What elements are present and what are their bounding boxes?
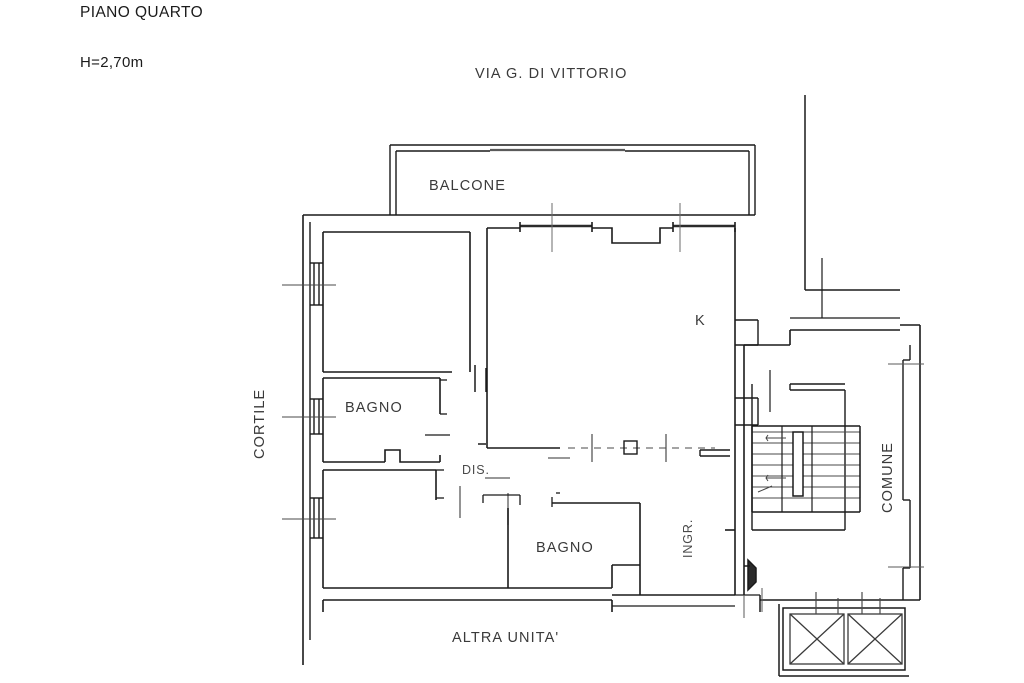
annotation-altra-unita: ALTRA UNITA' bbox=[452, 630, 560, 646]
balcony-outline bbox=[389, 144, 756, 215]
lightwell-box-left bbox=[789, 613, 845, 665]
room-label-kitchen: K bbox=[695, 313, 706, 329]
street-label: VIA G. DI VITTORIO bbox=[475, 66, 628, 82]
left-bottom-room-walls bbox=[322, 469, 508, 589]
entrance-door-centreline bbox=[743, 588, 763, 618]
entrance-door-swing bbox=[744, 558, 757, 592]
opening-centrelines bbox=[551, 203, 681, 252]
left-top-room-walls bbox=[322, 231, 471, 373]
staircase-handrail bbox=[792, 431, 804, 497]
room-label-disimpegno: DIS. bbox=[462, 463, 490, 477]
bagno-top-door-swing bbox=[425, 379, 450, 436]
staircase-landing-divider bbox=[781, 426, 813, 512]
lightwell-box-right bbox=[847, 613, 903, 665]
balcony-door-jambs bbox=[519, 222, 736, 232]
comune-outline bbox=[743, 324, 921, 600]
bottom-wall-secondary bbox=[612, 594, 760, 607]
corridor-axis-ticks bbox=[591, 434, 667, 462]
ceiling-height-note: H=2,70m bbox=[80, 54, 144, 71]
top-exterior-wall bbox=[302, 214, 755, 640]
riser-line-top-right bbox=[804, 95, 900, 291]
bagno-bottom-walls bbox=[507, 502, 641, 589]
staircase-outer-frame bbox=[751, 425, 861, 513]
title-block: PIANO QUARTO H=2,70m bbox=[80, 4, 203, 71]
left-bottom-door-swing bbox=[436, 469, 444, 499]
page-title: PIANO QUARTO bbox=[80, 4, 204, 21]
bottom-boundary-walls bbox=[302, 599, 613, 665]
kitchen-right-niche bbox=[735, 319, 759, 426]
bagno-top-walls bbox=[322, 377, 441, 463]
room-label-bagno-bottom: BAGNO bbox=[536, 540, 594, 556]
comune-bottom-wall bbox=[759, 595, 920, 612]
entrance-walls bbox=[612, 450, 736, 596]
kitchen-room-walls bbox=[486, 227, 736, 450]
corridor-door-symbol-right bbox=[699, 449, 730, 457]
staircase-direction-arrows bbox=[757, 434, 786, 493]
comune-inner-wall bbox=[902, 345, 911, 600]
window-left-lower bbox=[310, 497, 323, 539]
window-left-upper bbox=[310, 262, 323, 306]
corridor-column-symbol bbox=[623, 440, 638, 455]
lightwell-boxes-outer bbox=[782, 607, 906, 671]
lightwell-top-ticks bbox=[815, 592, 881, 614]
lightwell-bottom-edge bbox=[778, 604, 909, 677]
corridor-walls bbox=[474, 365, 487, 445]
room-label-balcone: BALCONE bbox=[429, 178, 506, 194]
bagno-bottom-door-swing bbox=[482, 492, 560, 507]
room-label-bagno-top: BAGNO bbox=[345, 400, 403, 416]
corridor-short-marks bbox=[459, 457, 570, 525]
riser-line-secondary bbox=[790, 258, 900, 319]
comune-window-centrelines bbox=[888, 363, 924, 568]
